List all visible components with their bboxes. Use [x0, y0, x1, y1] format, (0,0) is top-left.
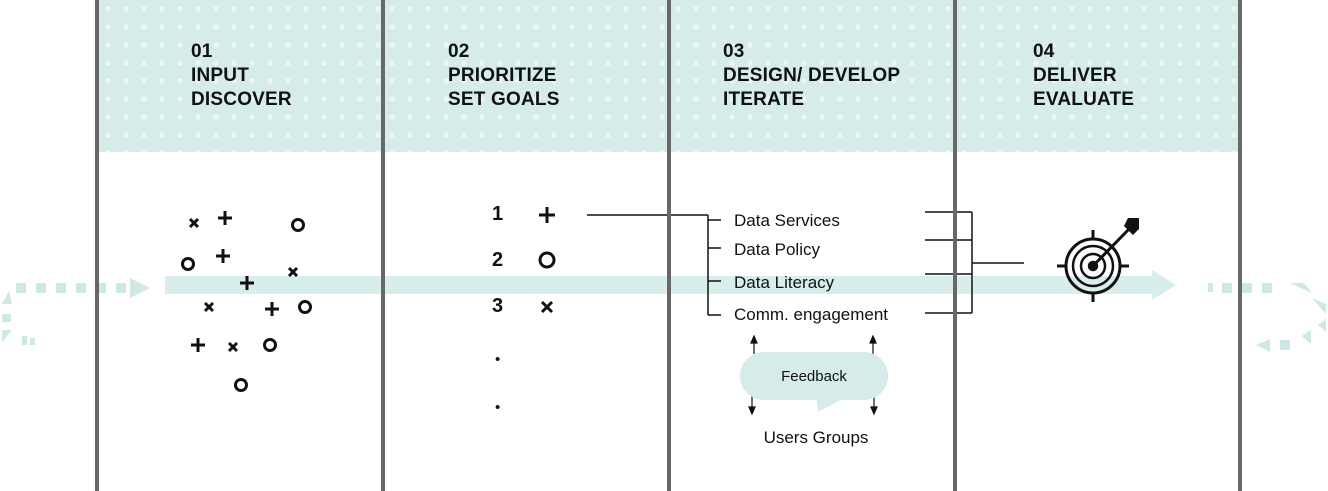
workstream-label: Data Literacy: [734, 273, 835, 292]
priority-rank: 3: [492, 295, 503, 317]
idea-plus-mark: [218, 211, 232, 225]
target-icon: [1057, 218, 1139, 302]
phase-label: SET GOALS: [448, 89, 560, 110]
idea-scatter: [181, 211, 312, 392]
workstream-connector: [587, 214, 721, 316]
feedback-label: Feedback: [781, 368, 847, 385]
idea-cross-mark: [227, 341, 239, 353]
header-band-1: [99, 0, 383, 152]
feedback-bubble: [740, 352, 888, 412]
idea-cross-mark: [188, 217, 200, 229]
priority-circle-mark: [538, 251, 556, 269]
workstream-list: Data Services Data Policy Data Literacy …: [734, 211, 888, 324]
idea-plus-mark: [191, 338, 205, 352]
right-loop-arrow: [1208, 283, 1326, 352]
phase-number: 04: [1033, 41, 1055, 62]
idea-plus-mark: [216, 249, 230, 263]
idea-circle-mark: [291, 218, 305, 232]
phase-label: DISCOVER: [191, 89, 292, 110]
column-divider: [953, 0, 957, 491]
phase-4-title: 04 DELIVER EVALUATE: [1033, 40, 1134, 112]
phase-number: 01: [191, 41, 213, 62]
priority-cross-mark: [540, 300, 554, 314]
phase-label: ITERATE: [723, 89, 805, 110]
idea-cross-mark: [203, 301, 215, 313]
phase-label: DELIVER: [1033, 65, 1117, 86]
idea-circle-mark: [234, 378, 248, 392]
column-divider: [381, 0, 385, 491]
priority-rank: 2: [492, 249, 503, 271]
phase-number: 02: [448, 41, 470, 62]
left-loop-arrow: [2, 278, 150, 345]
workstream-label: Data Policy: [734, 240, 820, 259]
idea-cross-mark: [287, 266, 299, 278]
priority-ellipsis-dot: •: [495, 351, 500, 368]
column-divider: [1238, 0, 1242, 491]
priority-rank: 1: [492, 203, 503, 225]
priority-ellipsis-dot: •: [495, 399, 500, 416]
phase-label: PRIORITIZE: [448, 65, 557, 86]
flow-arrow: [165, 270, 1176, 300]
idea-plus-mark: [265, 302, 279, 316]
idea-circle-mark: [263, 338, 277, 352]
workstream-label: Comm. engagement: [734, 305, 888, 324]
idea-circle-mark: [298, 300, 312, 314]
header-band-3: [669, 0, 955, 152]
column-divider: [95, 0, 99, 491]
phase-label: INPUT: [191, 65, 249, 86]
header-band-4: [955, 0, 1240, 152]
phase-2-title: 02 PRIORITIZE SET GOALS: [448, 40, 560, 112]
idea-plus-mark: [240, 276, 254, 290]
workstream-label: Data Services: [734, 211, 840, 230]
priority-plus-mark: [539, 207, 555, 223]
phase-number: 03: [723, 41, 745, 62]
phase-label: EVALUATE: [1033, 89, 1135, 110]
idea-circle-mark: [181, 257, 195, 271]
feedback-arrows: [748, 334, 878, 416]
column-divider: [667, 0, 671, 491]
phase-1-title: 01 INPUT DISCOVER: [191, 40, 292, 112]
users-groups-label: Users Groups: [764, 428, 869, 447]
phase-3-title: 03 DESIGN/ DEVELOP ITERATE: [723, 40, 900, 112]
priority-list: 1 2 3 • •: [492, 203, 556, 416]
phase-label: DESIGN/ DEVELOP: [723, 65, 901, 86]
merge-bracket: [925, 211, 1024, 314]
header-band-2: [383, 0, 669, 152]
